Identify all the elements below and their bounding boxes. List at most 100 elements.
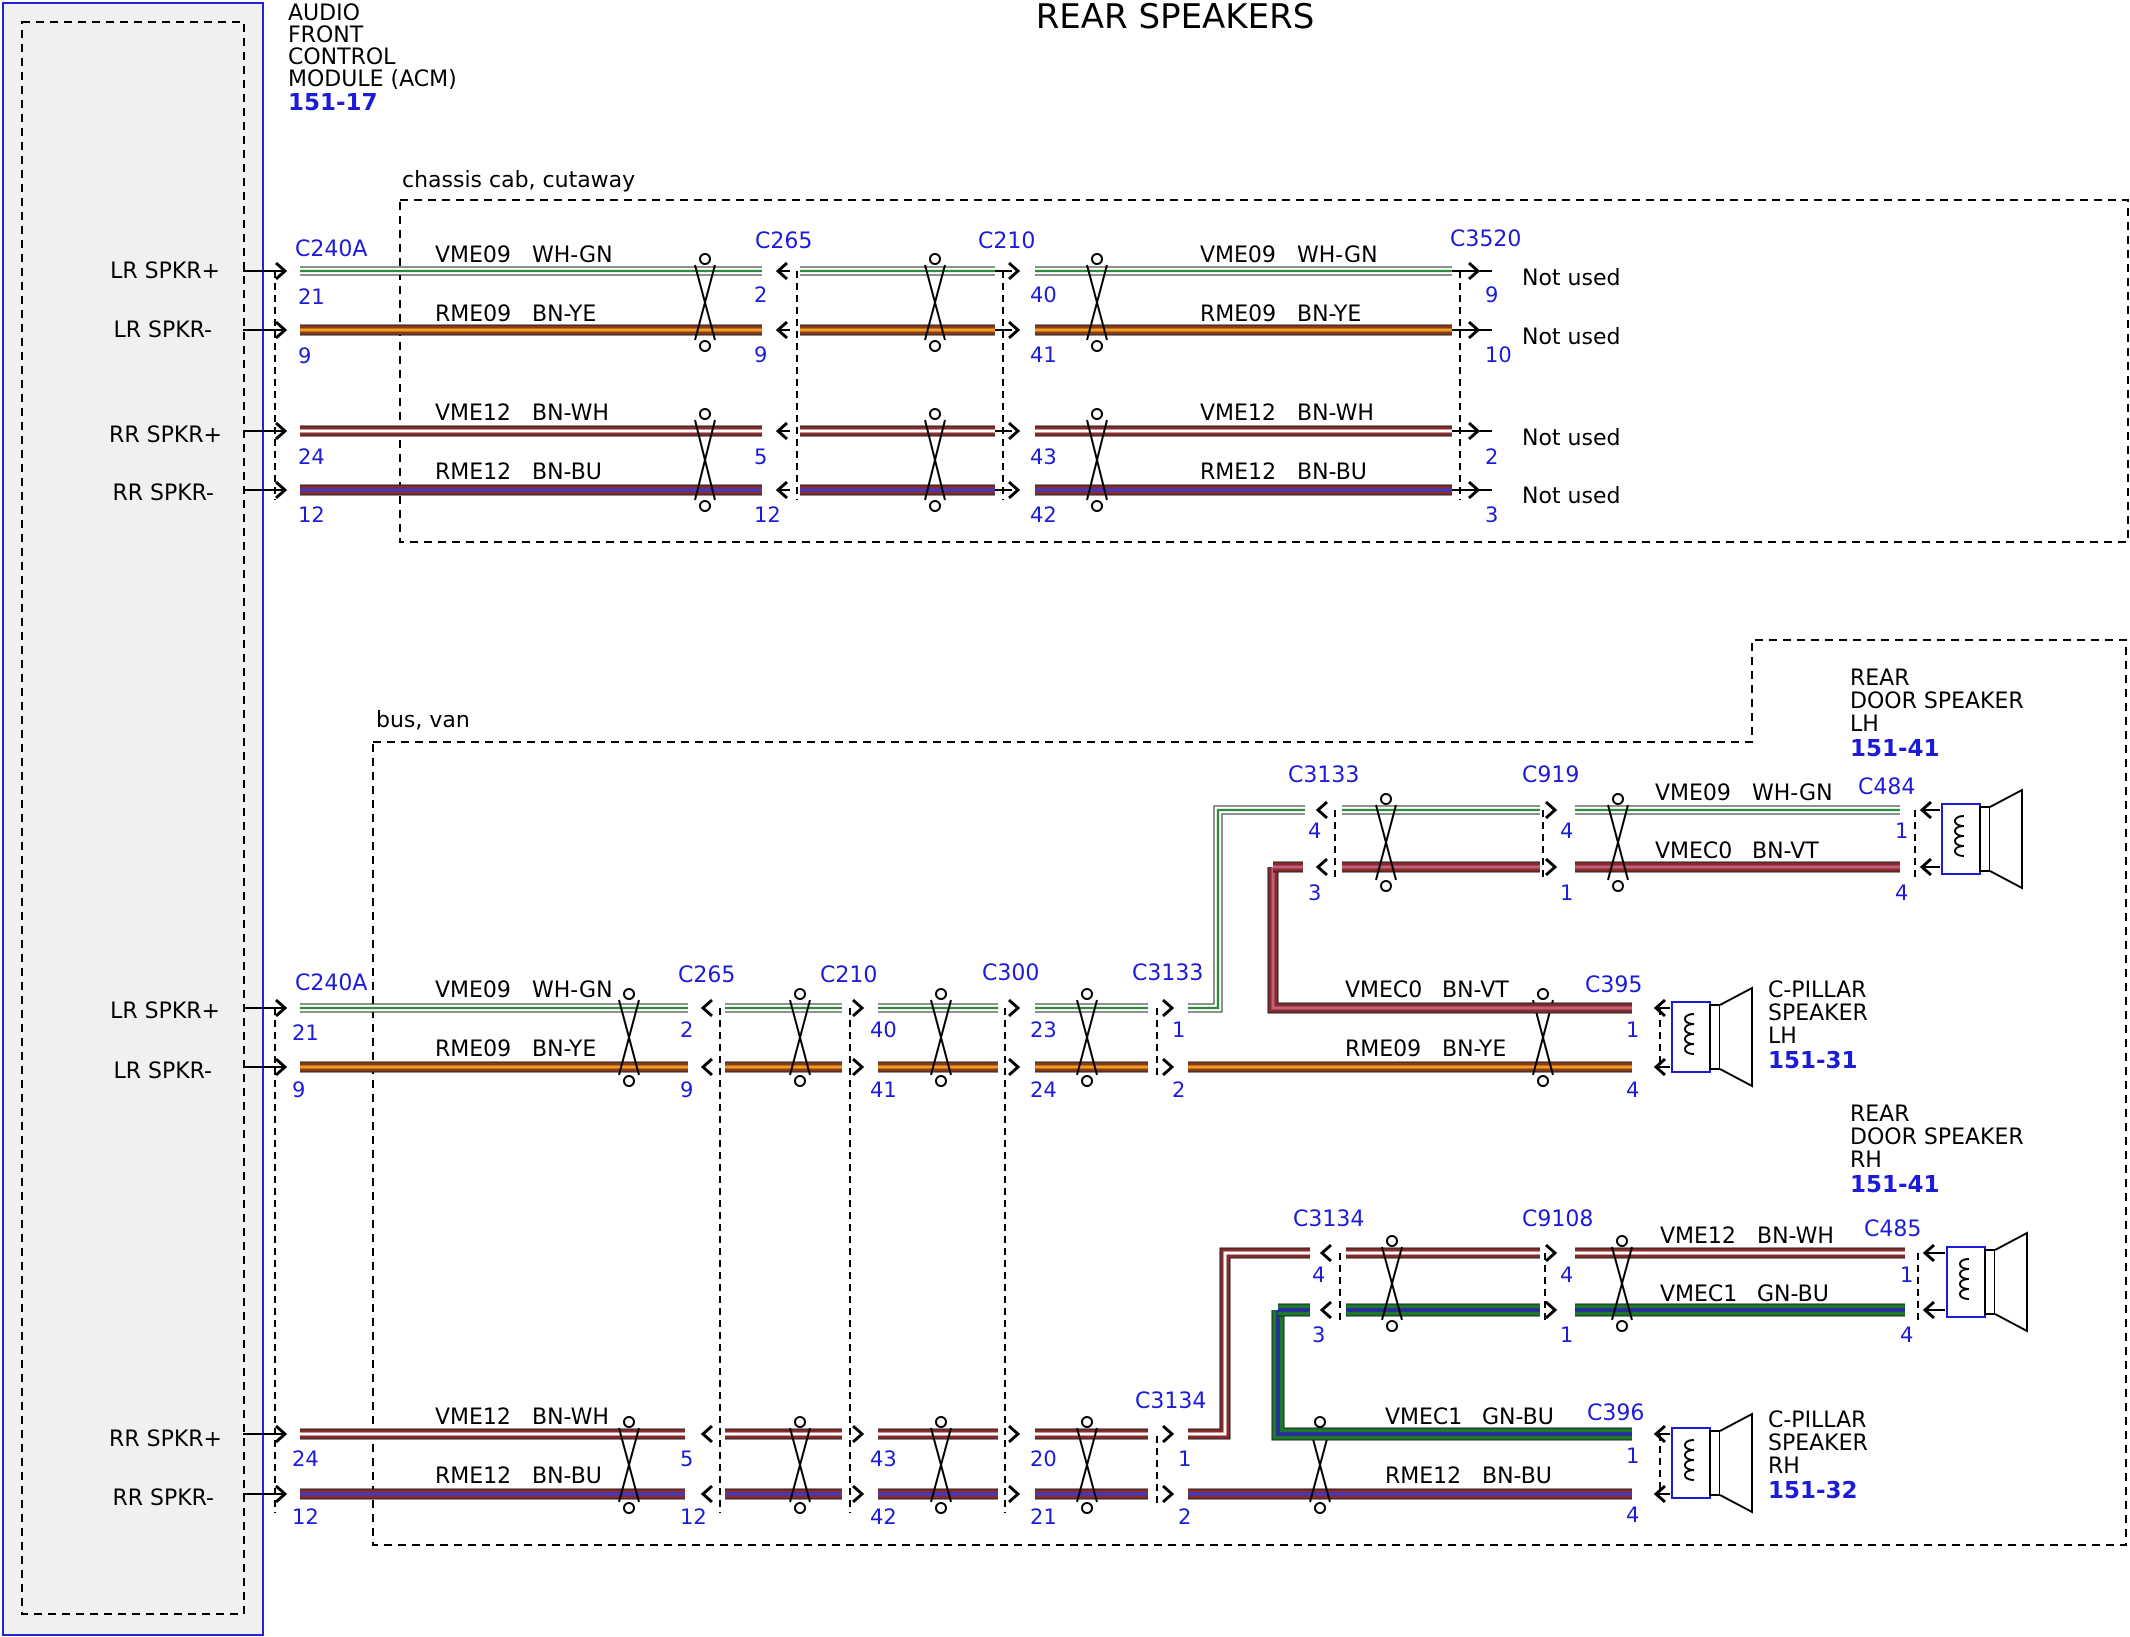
connector-arrow-right bbox=[1162, 1424, 1175, 1444]
rear-door-lh-ref: 151-41 bbox=[1850, 736, 1940, 762]
twisted-pair-end bbox=[1081, 1416, 1093, 1428]
pin-label-lr-plus-bottom: LR SPKR+ bbox=[110, 999, 220, 1024]
connector-arrow-right bbox=[275, 998, 288, 1018]
connector-arrow-right bbox=[1545, 857, 1558, 877]
twisted-pair-end bbox=[1616, 1235, 1628, 1247]
connector-label: C3133 bbox=[1288, 763, 1359, 788]
wire-circuit-label: VME12 bbox=[1660, 1224, 1736, 1249]
twisted-pair-mark bbox=[930, 999, 952, 1076]
connector-label: C3520 bbox=[1450, 227, 1521, 252]
pin-number: 41 bbox=[870, 1078, 897, 1102]
twisted-pair-end bbox=[935, 988, 947, 1000]
twisted-pair-end bbox=[929, 340, 941, 352]
connector-arrow-right bbox=[1545, 1300, 1558, 1320]
connector-arrow-right bbox=[275, 261, 288, 281]
connector-arrow-left bbox=[700, 1484, 713, 1504]
not-used-label: Not used bbox=[1522, 426, 1620, 451]
pin-number: 12 bbox=[298, 503, 325, 527]
connector-label: C485 bbox=[1864, 1217, 1921, 1242]
twisted-pair-end bbox=[623, 1502, 635, 1514]
twisted-pair-end bbox=[1081, 988, 1093, 1000]
pin-number: 4 bbox=[1312, 1263, 1325, 1287]
twisted-pair-mark bbox=[930, 1427, 952, 1503]
connector-arrow-left bbox=[700, 1424, 713, 1444]
pin-number: 40 bbox=[870, 1018, 897, 1042]
twisted-pair-end bbox=[1380, 793, 1392, 805]
pin-number: 9 bbox=[680, 1078, 693, 1102]
connector-arrow-right bbox=[1162, 1484, 1175, 1504]
pin-number: 24 bbox=[292, 1447, 319, 1471]
wire-stripe bbox=[1188, 808, 1303, 1010]
bus-van-group-label: bus, van bbox=[376, 708, 470, 733]
connector-label: C210 bbox=[820, 963, 877, 988]
rear-door-rh-label-2: DOOR SPEAKER bbox=[1850, 1125, 2024, 1150]
connector-arrow-left bbox=[700, 1057, 713, 1077]
twisted-pair-mark bbox=[1086, 264, 1108, 341]
wire-wh-gn bbox=[1188, 806, 1303, 1012]
pin-number: 1 bbox=[1178, 1447, 1191, 1471]
twisted-pair-mark bbox=[618, 999, 640, 1076]
pin-number: 4 bbox=[1626, 1078, 1639, 1102]
pin-number: 3 bbox=[1308, 881, 1321, 905]
wire-circuit-label: VMEC1 bbox=[1385, 1405, 1462, 1430]
wire-color-label: BN-BU bbox=[532, 460, 602, 485]
pin-number: 42 bbox=[1030, 503, 1057, 527]
twisted-pair-end bbox=[935, 1075, 947, 1087]
pin-number: 21 bbox=[298, 285, 325, 309]
c-pillar-rh-label-3: RH bbox=[1768, 1454, 1800, 1479]
pin-label-rr-plus-bottom: RR SPKR+ bbox=[109, 1427, 222, 1452]
connector-label: C265 bbox=[755, 229, 812, 254]
speaker-coil-icon bbox=[1954, 815, 1965, 857]
twisted-pair-end bbox=[1081, 1075, 1093, 1087]
pin-number: 12 bbox=[754, 503, 781, 527]
speaker-coil-box bbox=[1946, 1246, 1986, 1318]
speaker-coil-icon bbox=[1684, 1439, 1695, 1481]
module-name-line-1: AUDIO bbox=[288, 1, 360, 26]
module-name-line-4: MODULE (ACM) bbox=[288, 67, 457, 92]
twisted-pair-end bbox=[1386, 1320, 1398, 1332]
wire-color-label: BN-WH bbox=[1297, 401, 1374, 426]
connector-label: C3134 bbox=[1293, 1207, 1364, 1232]
pin-number: 42 bbox=[870, 1505, 897, 1529]
twisted-pair-mark bbox=[924, 264, 946, 341]
twisted-pair-mark bbox=[1607, 804, 1629, 881]
wire-circuit-label: RME09 bbox=[1200, 302, 1276, 327]
chassis-cab-group-label: chassis cab, cutaway bbox=[402, 168, 635, 193]
pin-number: 4 bbox=[1560, 1263, 1573, 1287]
wire-circuit-label: RME12 bbox=[1385, 1464, 1461, 1489]
wire-outline bbox=[1188, 805, 1303, 1013]
twisted-pair-end bbox=[929, 408, 941, 420]
connector-arrow-right bbox=[1008, 480, 1021, 500]
module-ref: 151-17 bbox=[288, 90, 378, 116]
acm-module-inner-dashed bbox=[21, 21, 245, 1615]
twisted-pair-mark bbox=[789, 999, 811, 1076]
pin-number: 2 bbox=[1485, 445, 1498, 469]
twisted-pair-end bbox=[623, 988, 635, 1000]
connector-label: C395 bbox=[1585, 973, 1642, 998]
connector-label: C210 bbox=[978, 229, 1035, 254]
speaker-magnet bbox=[1979, 806, 1991, 872]
twisted-pair-end bbox=[699, 340, 711, 352]
twisted-pair-end bbox=[1314, 1502, 1326, 1514]
wire-color-label: GN-BU bbox=[1757, 1282, 1829, 1307]
wire-circuit-label: VME09 bbox=[1655, 781, 1731, 806]
wire-color-label: BN-WH bbox=[1757, 1224, 1834, 1249]
pin-label-rr-minus-top: RR SPKR- bbox=[112, 481, 214, 506]
pin-number: 5 bbox=[754, 445, 767, 469]
speaker-cone-icon bbox=[1719, 1412, 1753, 1514]
connector-arrow-right bbox=[275, 480, 288, 500]
pin-number: 12 bbox=[292, 1505, 319, 1529]
wire-circuit-label: RME09 bbox=[1345, 1037, 1421, 1062]
wire-circuit-label: VMEC1 bbox=[1660, 1282, 1737, 1307]
pin-number: 1 bbox=[1560, 1323, 1573, 1347]
wire-circuit-label: RME09 bbox=[435, 1037, 511, 1062]
pin-number: 21 bbox=[1030, 1505, 1057, 1529]
pin-number: 41 bbox=[1030, 343, 1057, 367]
chassis-cab-group-box bbox=[399, 199, 2129, 543]
pin-number: 4 bbox=[1626, 1503, 1639, 1527]
twisted-pair-end bbox=[794, 988, 806, 1000]
connector-label: C300 bbox=[982, 961, 1039, 986]
rear-door-lh-label-2: DOOR SPEAKER bbox=[1850, 689, 2024, 714]
pin-number: 1 bbox=[1900, 1263, 1913, 1287]
connector-arrow-right bbox=[275, 1484, 288, 1504]
